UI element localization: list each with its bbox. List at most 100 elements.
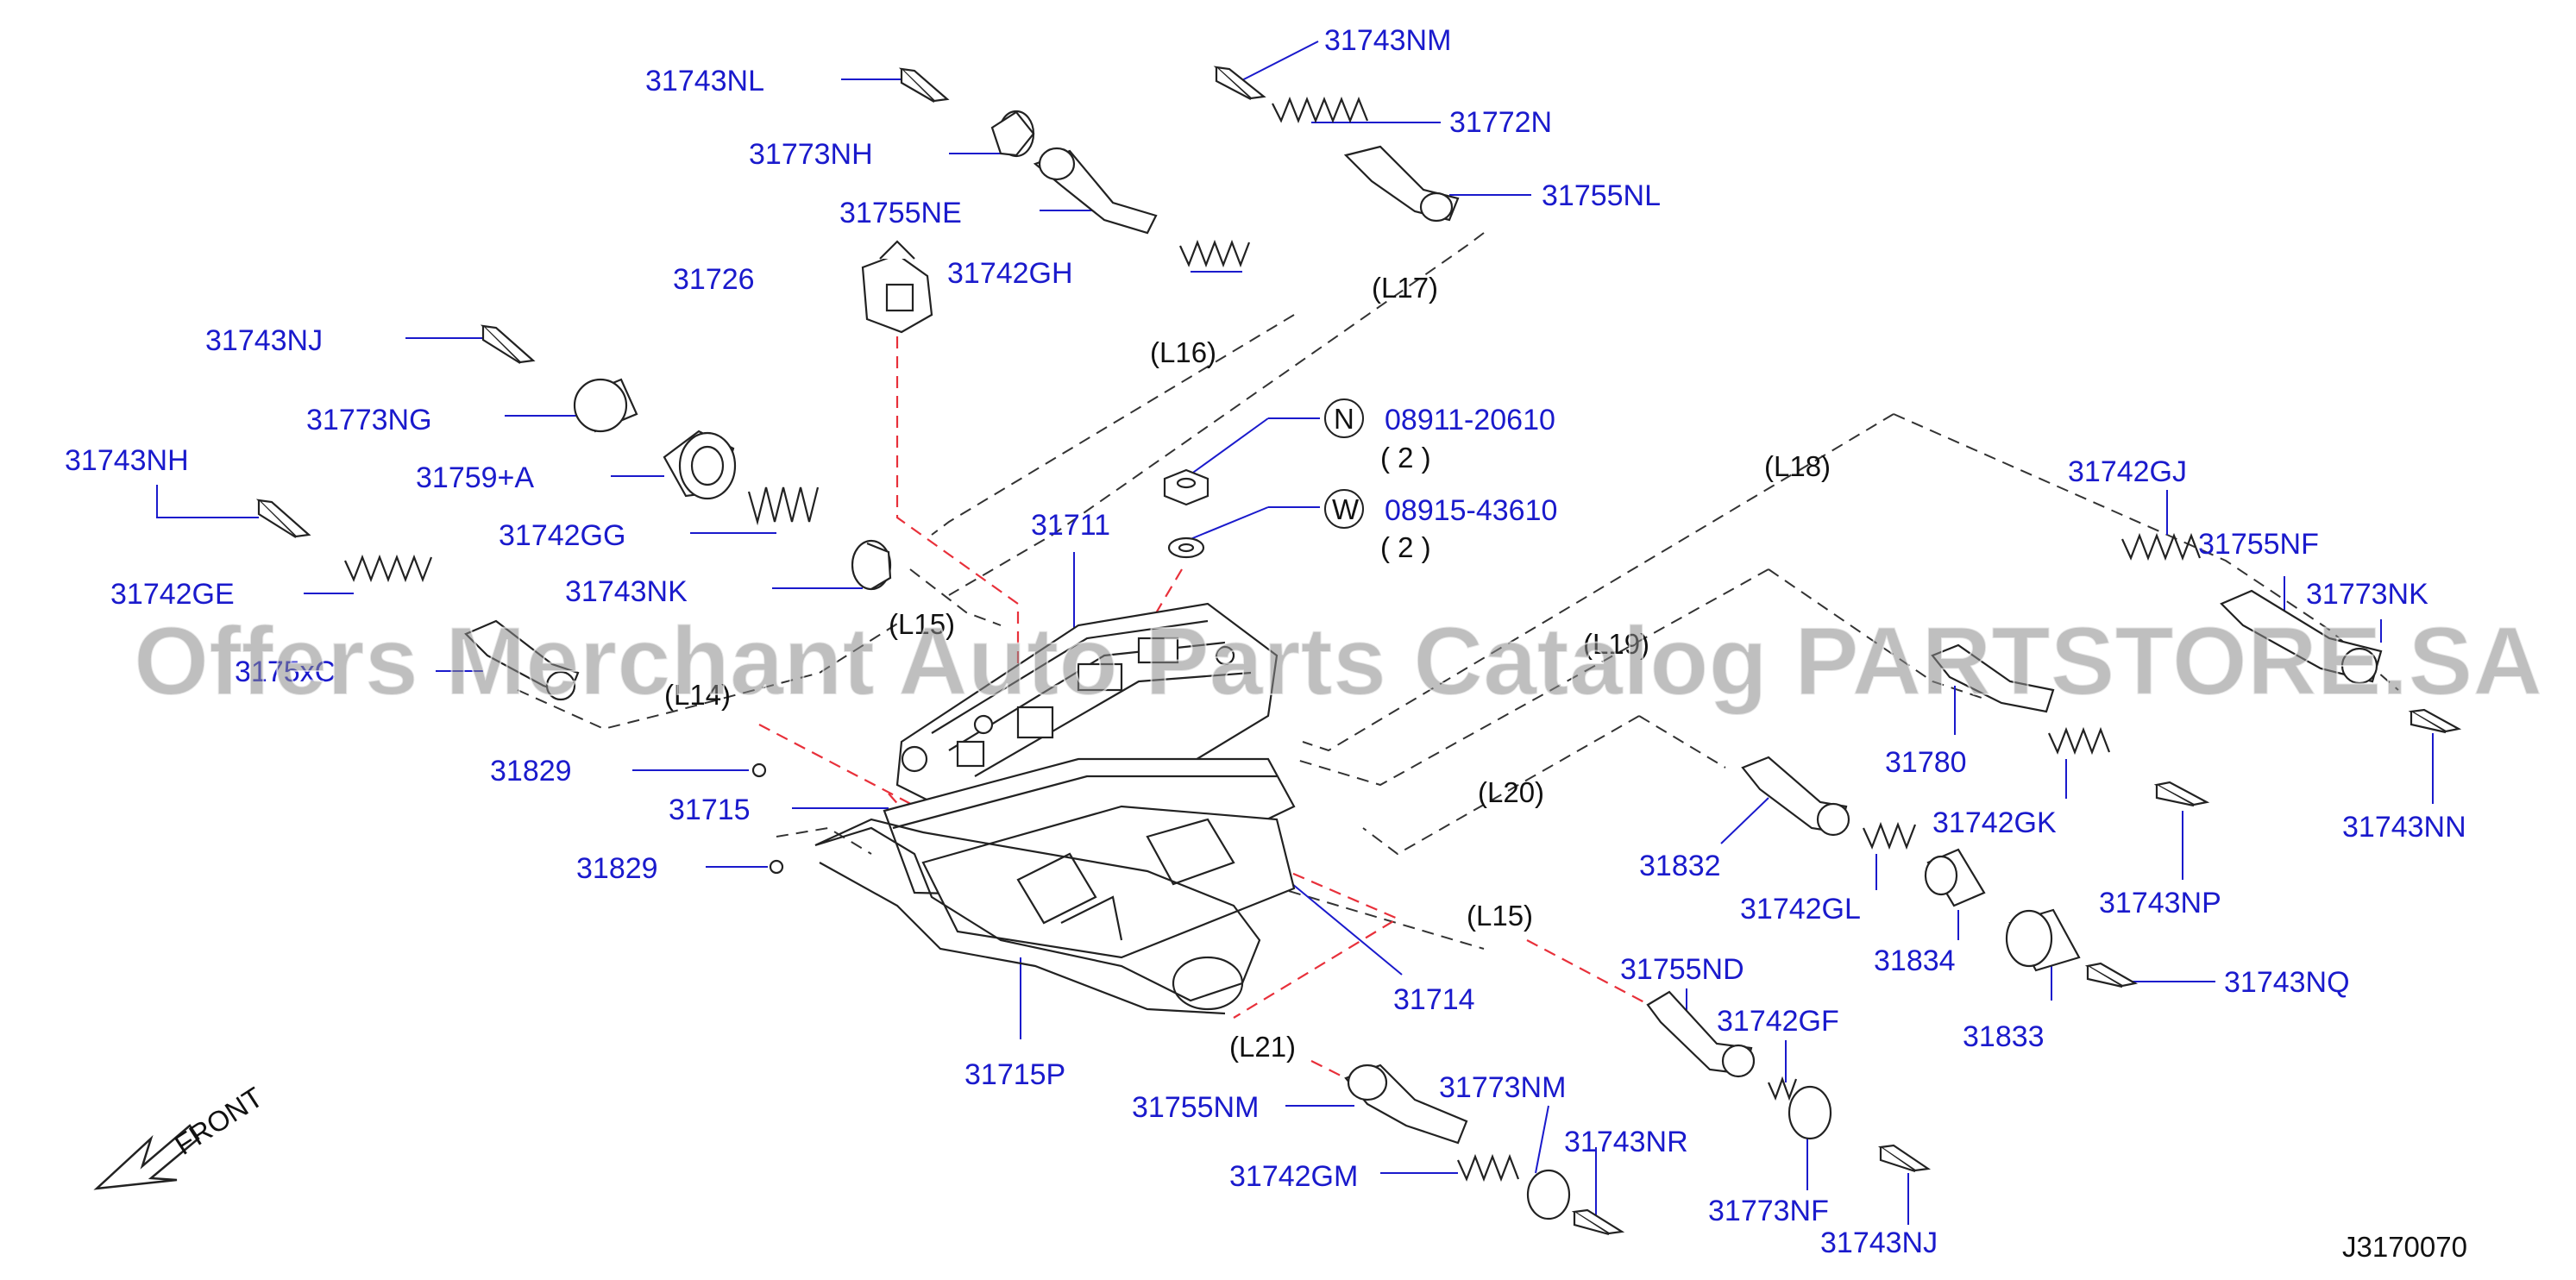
part-number-labels: 31743NL 31743NM 31773NH 31772N 31755NE 3…: [65, 24, 2466, 1259]
label-31755NL: 31755NL: [1542, 179, 1661, 212]
leader-w-callout-2: [1190, 506, 1269, 540]
label-31743NP: 31743NP: [2099, 887, 2221, 919]
n-qty: ( 2 ): [1380, 442, 1431, 474]
leader-31832: [1720, 797, 1769, 844]
route-line-l20: [1638, 715, 1726, 769]
n-callout-circle: [1324, 398, 1364, 438]
route-line-31829: [776, 826, 872, 855]
label-31742GJ: 31742GJ: [2068, 455, 2187, 488]
front-arrow-icon: [93, 1124, 200, 1190]
label-31773NM: 31773NM: [1439, 1071, 1566, 1104]
valve-31780: [1931, 643, 2055, 713]
label-31742GE: 31742GE: [110, 578, 235, 611]
spring-31742GE: [343, 554, 433, 583]
plug-31743NK: [851, 539, 892, 591]
lower-valve-body-31714: [921, 805, 1296, 959]
label-31715: 31715: [669, 794, 751, 826]
watermark-text: Offers Merchant Auto Parts Catalog PARTS…: [134, 607, 2542, 715]
retainer-plate-31743NM: [1213, 66, 1266, 100]
label-31832: 31832: [1639, 850, 1721, 882]
plug-31773NM: [1526, 1169, 1571, 1220]
label-31755ND: 31755ND: [1620, 953, 1744, 986]
retainer-plate-31743NN: [2408, 708, 2462, 734]
label-31743NM: 31743NM: [1324, 24, 1451, 57]
valve-31755NE: [1033, 147, 1158, 235]
label-31829-a: 31829: [490, 755, 572, 787]
black-labels: N W ( 2 ) ( 2 ) (L14) (L15) (L15) (L16) …: [169, 272, 2467, 1263]
retainer-plate-31743NH: [255, 499, 311, 538]
accumulator-31726: [861, 240, 933, 334]
sleeve-31833: [2005, 908, 2081, 972]
label-31780: 31780: [1885, 746, 1967, 779]
retainer-plate-31743NP: [2153, 781, 2210, 807]
spring-31742GM: [1456, 1153, 1520, 1183]
retainer-plate-31743NJ-b: [1877, 1144, 1932, 1173]
retainer-plate-31743NR: [1571, 1208, 1625, 1236]
label-31742GH: 31742GH: [947, 257, 1073, 290]
label-31773NH: 31773NH: [749, 138, 873, 171]
valve-31755NM: [1344, 1064, 1468, 1145]
location-l20: (L20): [1478, 776, 1544, 808]
diagram-code: J3170070: [2342, 1231, 2467, 1263]
label-31833: 31833: [1963, 1020, 2045, 1053]
gasket-31715P: [814, 818, 1261, 1015]
label-31772N: 31772N: [1449, 106, 1552, 139]
plug-31773NF: [1787, 1085, 1832, 1140]
label-31773NF: 31773NF: [1708, 1195, 1829, 1227]
label-31773NG: 31773NG: [306, 404, 432, 436]
label-31726: 31726: [673, 263, 755, 296]
route-line-l15-bot: [1250, 879, 1485, 950]
spring-31742GG: [747, 486, 820, 526]
leader-lines: [156, 41, 2434, 1229]
leader-31743NH: [156, 485, 259, 518]
retainer-plate-31743NJ-a: [480, 324, 536, 364]
location-l14: (L14): [664, 679, 731, 711]
nut-08911-20610: [1163, 468, 1209, 506]
label-31714: 31714: [1393, 983, 1475, 1016]
location-l19: (L19): [1583, 628, 1649, 660]
n-marker: N: [1334, 403, 1354, 435]
label-31742GG: 31742GG: [499, 519, 625, 552]
label-31834: 31834: [1874, 944, 1956, 977]
spring-31772N: [1272, 97, 1369, 123]
red-route-l21: [1310, 1060, 1347, 1079]
leader-31714: [1276, 870, 1403, 976]
valve-31755NF: [2220, 589, 2383, 685]
upper-valve-body-31711: [895, 602, 1279, 830]
label-31743NK: 31743NK: [565, 575, 688, 608]
label-31743NH: 31743NH: [65, 444, 189, 477]
label-31742GK: 31742GK: [1932, 806, 2057, 839]
valve-3175xC: [464, 619, 580, 701]
w-qty: ( 2 ): [1380, 531, 1431, 563]
retainer-plate-31743NL: [898, 67, 950, 103]
part-drawings: [255, 66, 2462, 1236]
label-31743NJ-a: 31743NJ: [205, 324, 323, 357]
route-line-l14: [517, 620, 902, 731]
label-31743NJ-b: 31743NJ: [1820, 1227, 1938, 1259]
label-n-part: 08911-20610: [1385, 404, 1555, 436]
label-31742GF: 31742GF: [1717, 1005, 1839, 1038]
label-31742GL: 31742GL: [1740, 893, 1861, 925]
valve-31832: [1741, 756, 1850, 837]
spring-31742GF: [1767, 1076, 1798, 1101]
label-31759A: 31759+A: [416, 461, 534, 494]
label-31743NN: 31743NN: [2342, 811, 2466, 844]
location-l15-b: (L15): [1467, 900, 1533, 932]
label-31715P: 31715P: [964, 1058, 1065, 1091]
retainer-plate-31743NQ: [2084, 962, 2139, 988]
route-line-l18: [1893, 413, 2399, 691]
location-l21: (L21): [1229, 1031, 1296, 1063]
dashed-route-lines: [517, 232, 2399, 950]
location-l18: (L18): [1764, 450, 1831, 482]
label-3175xC: 3175xC: [235, 656, 336, 688]
callout-circles: [1324, 398, 1364, 529]
spring-31742GH: [1178, 239, 1251, 268]
w-callout-circle: [1324, 489, 1364, 529]
label-31773NK: 31773NK: [2306, 578, 2428, 611]
leader-31773NM: [1535, 1105, 1549, 1174]
label-31755NE: 31755NE: [839, 197, 962, 229]
spring-31742GL: [1862, 821, 1917, 850]
sleeve-31759A: [663, 430, 737, 500]
route-line-l17: [948, 232, 1485, 596]
